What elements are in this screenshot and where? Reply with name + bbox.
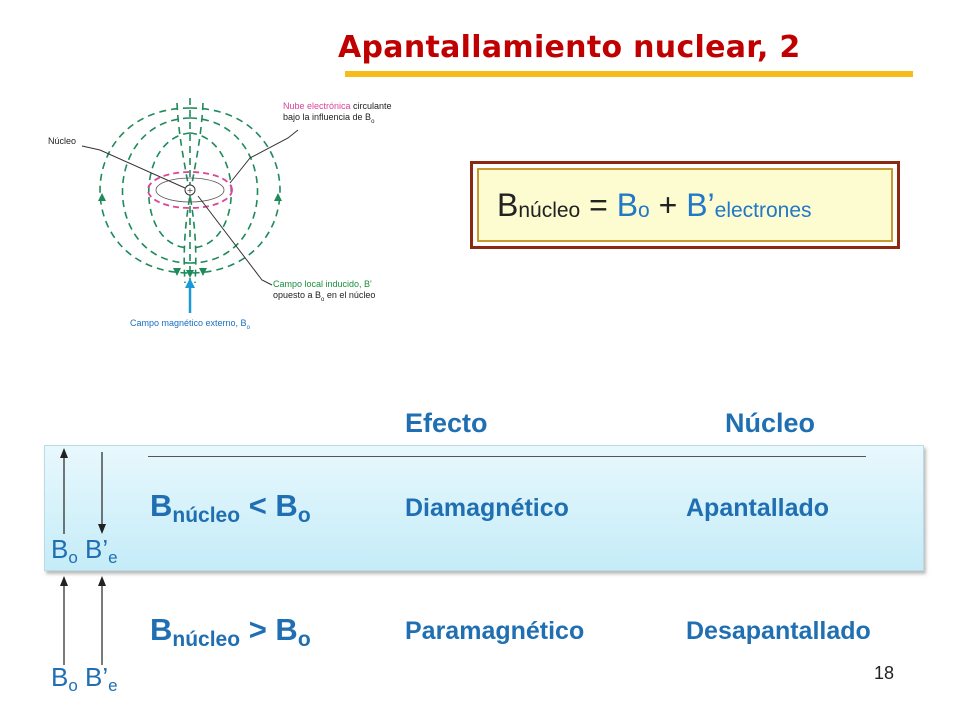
page-number: 18 [874, 663, 895, 683]
bo-up-arrow-icon [60, 448, 68, 458]
row2-field-arrows [60, 576, 106, 665]
external-field-label: Campo magnético externo, Bo [130, 318, 250, 331]
field-line-left-outer [99, 107, 191, 274]
row1-effect: Diamagnético [405, 494, 569, 522]
column-header-effect: Efecto [405, 408, 488, 438]
shielding-diagram: + [81, 98, 299, 313]
slide-title: Apantallamiento nuclear, 2 [338, 30, 801, 65]
nucleus-label: Núcleo [48, 136, 77, 146]
row1-condition: Bnúcleo < Bo [150, 488, 311, 527]
column-header-nucleus: Núcleo [725, 408, 816, 438]
field-line-right-mid [189, 117, 259, 264]
svg-text:+: + [187, 186, 194, 195]
field-line-right-inner [189, 132, 232, 249]
title-underline [345, 71, 913, 77]
field-line-right-outer [189, 107, 281, 274]
diamagnetic-row-panel [44, 445, 924, 571]
row1-field-arrows [60, 448, 106, 534]
field-line-left-inner [148, 132, 191, 249]
electron-cloud [147, 171, 233, 209]
field-line-left-mid [121, 117, 191, 264]
row2-effect: Paramagnético [405, 617, 585, 645]
row2-nucleus: Desapantallado [686, 617, 871, 645]
electron-cloud-label: Nube electrónica circulante bajo la infl… [283, 101, 392, 125]
row1-arrow-labels: Bo B’e [51, 534, 118, 567]
row1-nucleus: Apantallado [686, 494, 830, 522]
header-divider [148, 456, 866, 457]
bo-up-arrow-icon [60, 576, 68, 586]
bprime-up-arrow-icon [98, 576, 106, 586]
row2-arrow-labels: Bo B’e [51, 662, 118, 695]
bprime-down-arrow-icon [98, 524, 106, 534]
nucleus-icon [184, 184, 196, 196]
induced-field-label: Campo local inducido, B' opuesto a Bo en… [273, 279, 376, 303]
row2-condition: Bnúcleo > Bo [150, 612, 311, 651]
